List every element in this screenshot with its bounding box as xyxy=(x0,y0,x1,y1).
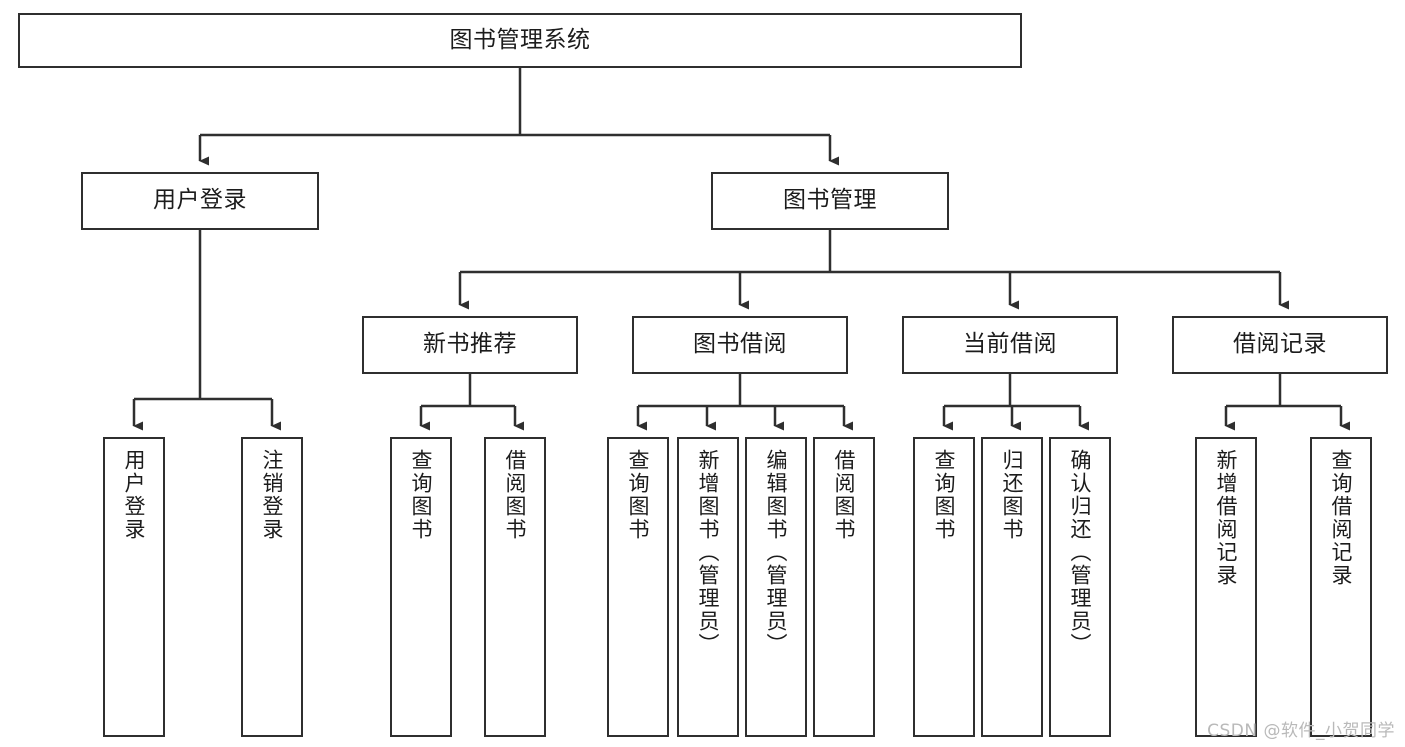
node-label: 确认归还（管理员） xyxy=(1068,449,1093,656)
node-leaf-lend-book[interactable]: 借阅图书 xyxy=(813,437,875,737)
node-borrow-records[interactable]: 借阅记录 xyxy=(1172,316,1388,374)
node-leaf-return-book[interactable]: 归还图书 xyxy=(981,437,1043,737)
node-leaf-current-query-book[interactable]: 查询图书 xyxy=(913,437,975,737)
node-label: 查询借阅记录 xyxy=(1329,449,1354,587)
node-leaf-edit-book-admin[interactable]: 编辑图书（管理员） xyxy=(745,437,807,737)
node-label: 编辑图书（管理员） xyxy=(764,449,789,656)
node-root-library-system[interactable]: 图书管理系统 xyxy=(18,13,1022,68)
node-book-borrowing[interactable]: 图书借阅 xyxy=(632,316,848,374)
node-label: 新书推荐 xyxy=(423,331,517,358)
node-leaf-new-query-book[interactable]: 查询图书 xyxy=(390,437,452,737)
node-label: 当前借阅 xyxy=(963,331,1057,358)
node-leaf-user-logout[interactable]: 注销登录 xyxy=(241,437,303,737)
node-book-management[interactable]: 图书管理 xyxy=(711,172,949,230)
node-label: 查询图书 xyxy=(626,449,651,541)
node-label: 图书借阅 xyxy=(693,331,787,358)
node-leaf-user-login[interactable]: 用户登录 xyxy=(103,437,165,737)
node-leaf-query-borrow-record[interactable]: 查询借阅记录 xyxy=(1310,437,1372,737)
watermark-text: CSDN @软件_小贺同学 xyxy=(1207,721,1395,741)
node-label: 借阅记录 xyxy=(1233,331,1327,358)
node-current-borrowing[interactable]: 当前借阅 xyxy=(902,316,1118,374)
node-leaf-confirm-return-admin[interactable]: 确认归还（管理员） xyxy=(1049,437,1111,737)
node-label: 借阅图书 xyxy=(503,449,528,541)
node-label: 查询图书 xyxy=(932,449,957,541)
node-user-login[interactable]: 用户登录 xyxy=(81,172,319,230)
node-leaf-new-borrow-book[interactable]: 借阅图书 xyxy=(484,437,546,737)
node-label: 归还图书 xyxy=(1000,449,1025,541)
node-leaf-add-book-admin[interactable]: 新增图书（管理员） xyxy=(677,437,739,737)
node-label: 借阅图书 xyxy=(832,449,857,541)
node-label: 图书管理 xyxy=(783,187,877,214)
node-label: 查询图书 xyxy=(409,449,434,541)
node-label: 用户登录 xyxy=(153,187,247,214)
node-label: 图书管理系统 xyxy=(449,26,591,53)
node-label: 注销登录 xyxy=(260,449,285,541)
node-leaf-add-borrow-record[interactable]: 新增借阅记录 xyxy=(1195,437,1257,737)
node-label: 新增借阅记录 xyxy=(1214,449,1239,587)
node-leaf-borrow-query-book[interactable]: 查询图书 xyxy=(607,437,669,737)
node-label: 用户登录 xyxy=(122,449,147,541)
node-new-book-recommendation[interactable]: 新书推荐 xyxy=(362,316,578,374)
node-label: 新增图书（管理员） xyxy=(696,449,721,656)
